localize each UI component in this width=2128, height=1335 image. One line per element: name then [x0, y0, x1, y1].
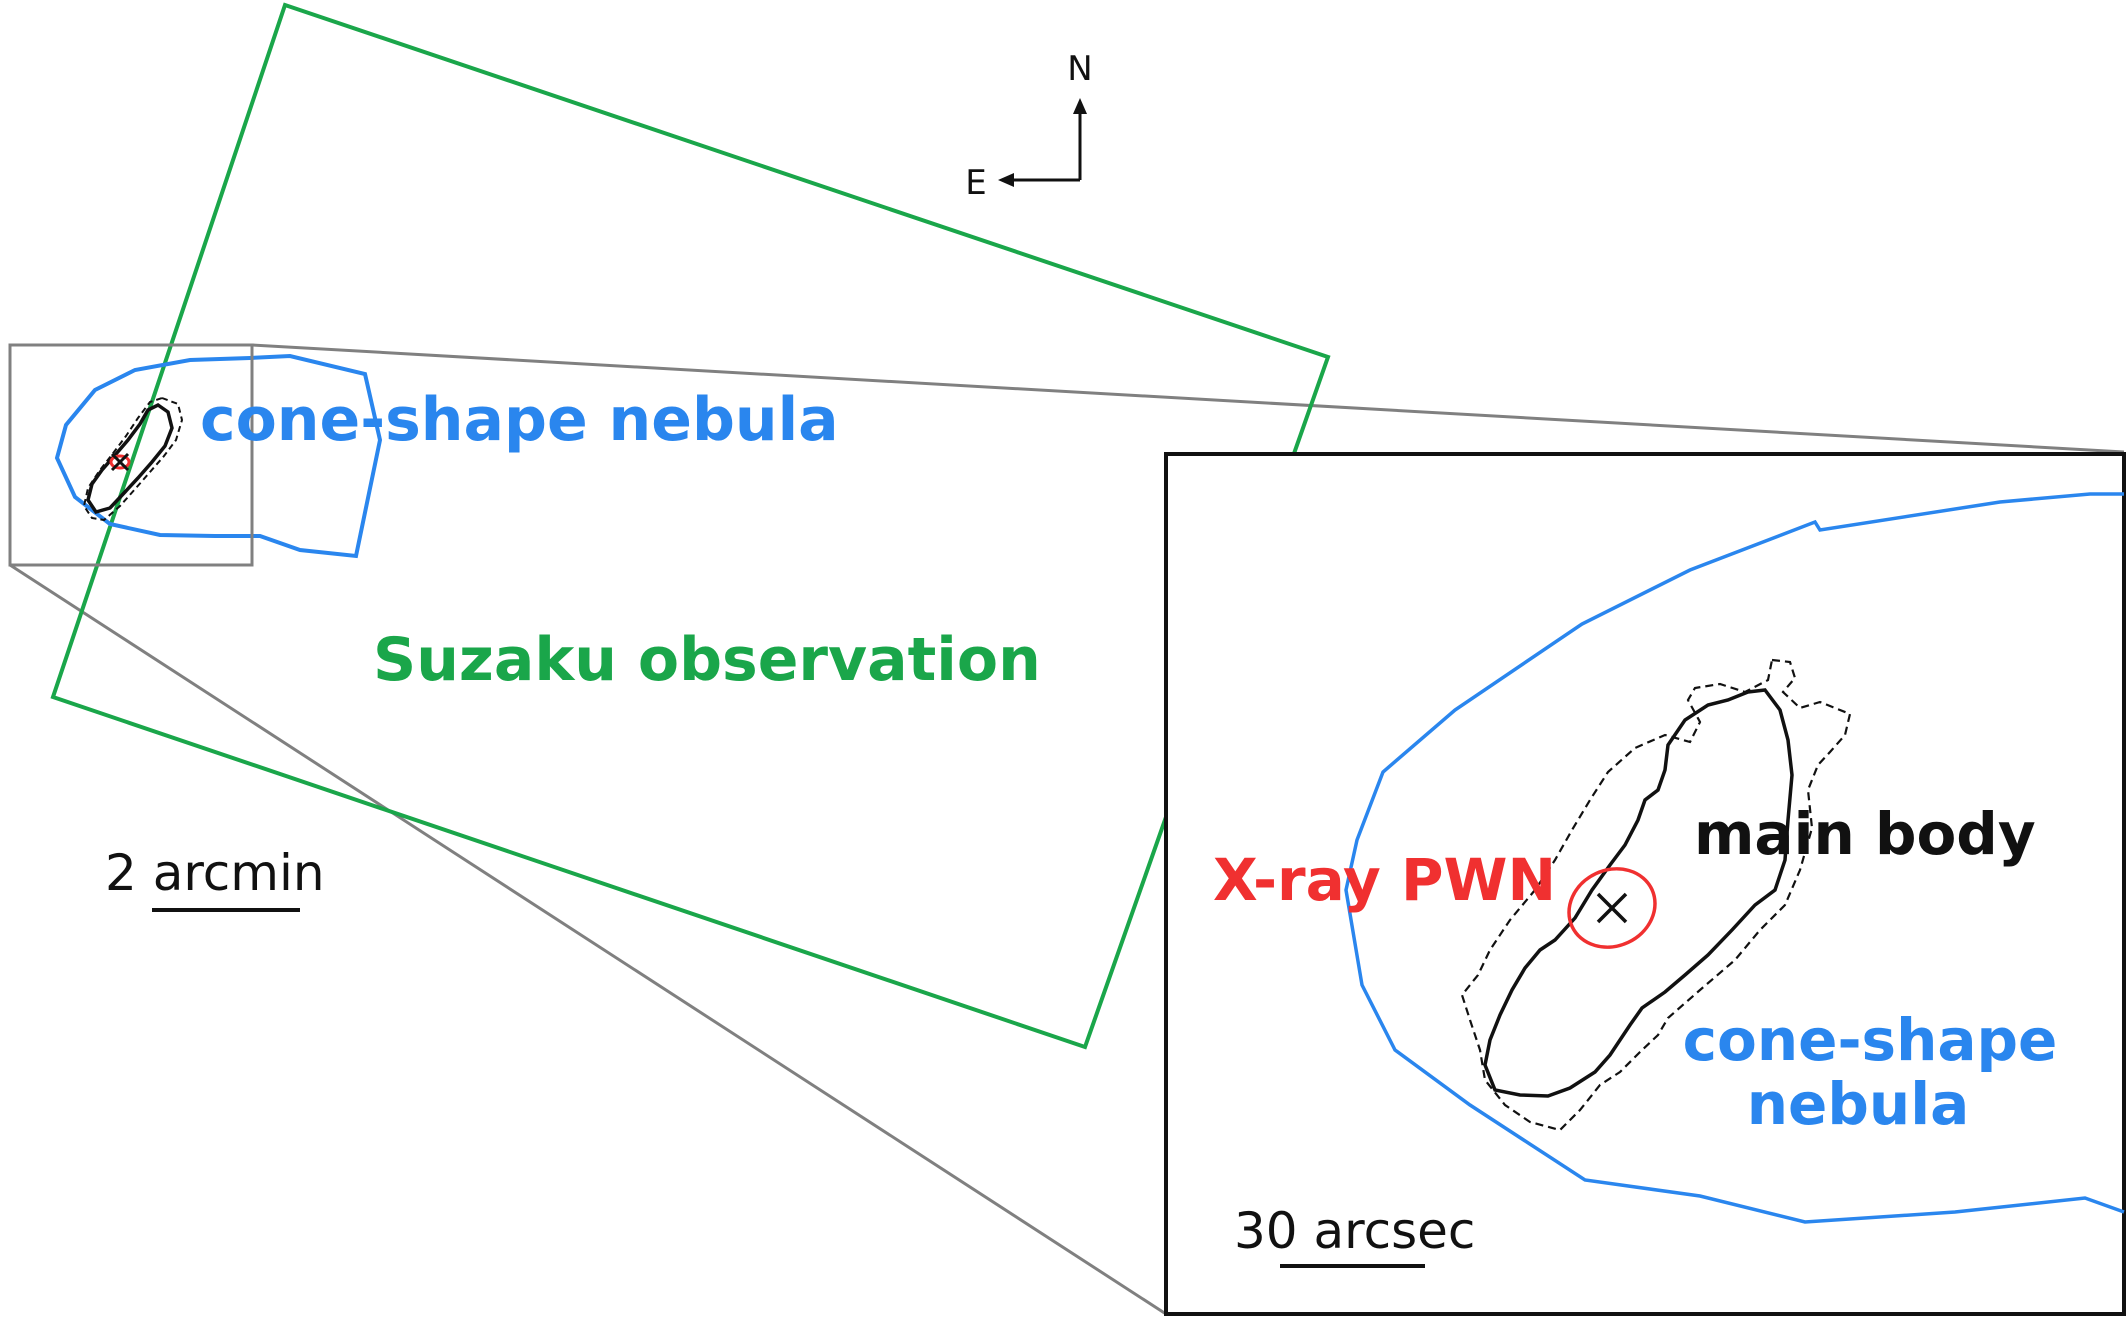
- inset-panel-frame: [1164, 452, 2126, 1316]
- suzaku-observation-label: Suzaku observation: [373, 625, 1041, 695]
- inset-cone-nebula-label-line1: cone-shape: [1683, 1006, 2058, 1074]
- compass-north-label: N: [1067, 49, 1092, 89]
- zoom-connector-top: [251, 343, 2125, 454]
- zoom-connector-bottom: [9, 563, 1167, 1316]
- inset-cone-nebula-contour: [1344, 492, 2125, 1224]
- zoom-box: [8, 343, 254, 567]
- overview-cone-nebula-label: cone-shape nebula: [200, 385, 839, 455]
- inset-scale-label: 30 arcsec: [1234, 1202, 1475, 1260]
- inset-cone-nebula-label-line2: nebula: [1747, 1070, 1969, 1138]
- inset-main-body-label: main body: [1694, 800, 2036, 868]
- overview-pwn-ellipse: [109, 454, 131, 470]
- compass-east-label: E: [965, 163, 986, 203]
- inset-pwn-ellipse: [1567, 867, 1657, 949]
- east-arrow-head: [998, 173, 1014, 187]
- compass: N E: [965, 49, 1092, 203]
- overview-main-body-contour: [86, 402, 174, 515]
- overview-cone-nebula-contour: [54, 353, 383, 559]
- inset-content: X-ray PWN main body cone-shape nebula 30…: [1213, 492, 2125, 1268]
- inset-pwn-label: X-ray PWN: [1213, 846, 1556, 914]
- overview-pulsar-cross: [110, 452, 130, 472]
- overview-main-body-outer-contour: [82, 396, 184, 522]
- inset-main-body-outer-contour: [1460, 658, 1852, 1132]
- north-arrow-head: [1073, 98, 1087, 114]
- suzaku-field-outline: [50, 2, 1331, 1050]
- inset-main-body-contour: [1483, 688, 1794, 1098]
- inset-pulsar-cross: [1596, 892, 1628, 924]
- overview-scale-label: 2 arcmin: [105, 844, 325, 902]
